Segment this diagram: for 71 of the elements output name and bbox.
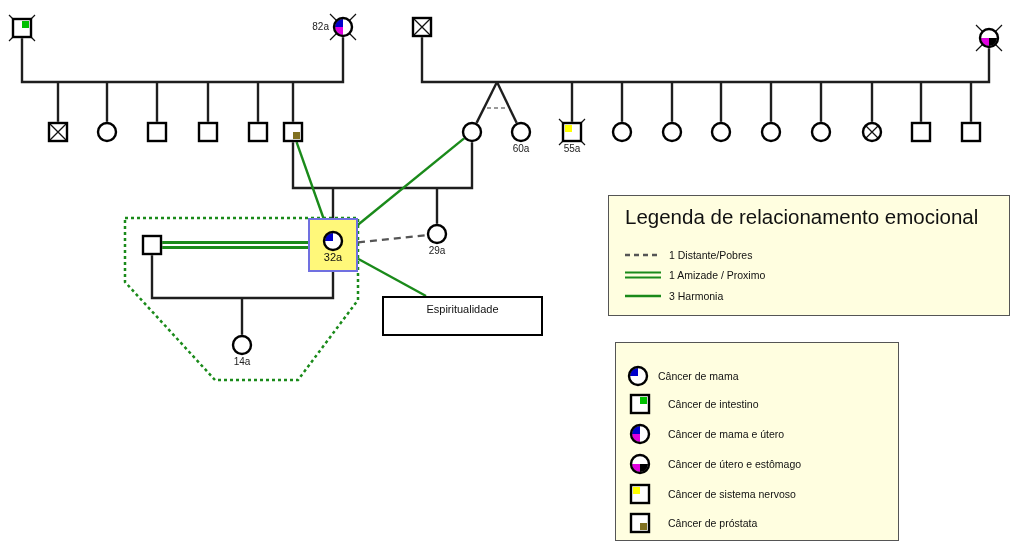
female-symbol — [329, 13, 357, 41]
male-symbol — [961, 122, 981, 142]
process-box — [382, 296, 543, 336]
descent-line — [919, 82, 923, 122]
node-text: Espiritualidade — [425, 303, 500, 315]
male-symbol — [558, 118, 586, 146]
legend-text: Câncer de sistema nervoso — [668, 487, 796, 501]
female-symbol — [97, 122, 117, 142]
descent-line — [819, 82, 823, 122]
descent-line — [155, 82, 159, 122]
legend-text: Câncer de útero e estômago — [668, 457, 802, 471]
female-symbol — [811, 122, 831, 142]
relationship-line — [295, 141, 325, 219]
legend-title: Legenda de relacionamento emocional — [625, 205, 979, 229]
male-symbol — [911, 122, 931, 142]
descent-line — [570, 82, 574, 122]
index-person-box — [308, 218, 358, 272]
descent-line — [870, 82, 874, 122]
female-symbol — [511, 122, 531, 142]
relationship-line — [357, 137, 465, 226]
female-symbol — [975, 24, 1003, 52]
union-line — [291, 142, 474, 190]
descent-line — [291, 82, 295, 122]
legend-text: Câncer de intestino — [668, 397, 759, 411]
descent-line — [495, 81, 518, 124]
relationship-line — [357, 257, 427, 298]
legend-text: Câncer de próstata — [668, 516, 758, 530]
relationship-line — [357, 233, 428, 244]
descent-line — [969, 82, 973, 122]
male-symbol — [8, 14, 36, 42]
female-symbol — [462, 122, 482, 142]
descent-line — [769, 82, 773, 122]
female-symbol — [761, 122, 781, 142]
descent-line — [670, 82, 674, 122]
legend-text: Câncer de mama e útero — [668, 427, 785, 441]
age-label: 55a — [562, 143, 582, 155]
legend-text: Câncer de mama — [658, 369, 739, 383]
descent-line — [620, 82, 624, 122]
female-symbol — [612, 122, 632, 142]
age-label: 29a — [427, 245, 447, 257]
age-label: 82a — [311, 21, 329, 33]
descent-line — [331, 188, 335, 218]
legend-text: 1 Distante/Pobres — [669, 248, 753, 262]
female-symbol — [662, 122, 682, 142]
age-label: 60a — [511, 143, 531, 155]
union-line — [150, 255, 335, 300]
male-symbol — [412, 17, 432, 37]
age-label: 14a — [232, 356, 252, 368]
descent-line — [105, 82, 109, 122]
legend-text: 3 Harmonia — [669, 289, 724, 303]
male-symbol — [248, 122, 268, 142]
union-line — [420, 37, 991, 84]
descent-line — [475, 81, 499, 124]
female-symbol — [232, 335, 252, 355]
male-symbol — [283, 122, 303, 142]
male-symbol — [198, 122, 218, 142]
descent-line — [719, 82, 723, 122]
descent-line — [206, 82, 210, 122]
female-symbol — [862, 122, 882, 142]
descent-line — [56, 82, 60, 122]
female-symbol — [711, 122, 731, 142]
male-symbol — [147, 122, 167, 142]
male-symbol — [142, 235, 162, 255]
union-line — [20, 37, 345, 84]
descent-line — [435, 188, 439, 224]
male-symbol — [48, 122, 68, 142]
female-symbol — [427, 224, 447, 244]
age-label: 32a — [322, 251, 344, 263]
legend-text: 1 Amizade / Proximo — [669, 268, 766, 282]
descent-line — [256, 82, 260, 122]
descent-line — [240, 298, 244, 335]
